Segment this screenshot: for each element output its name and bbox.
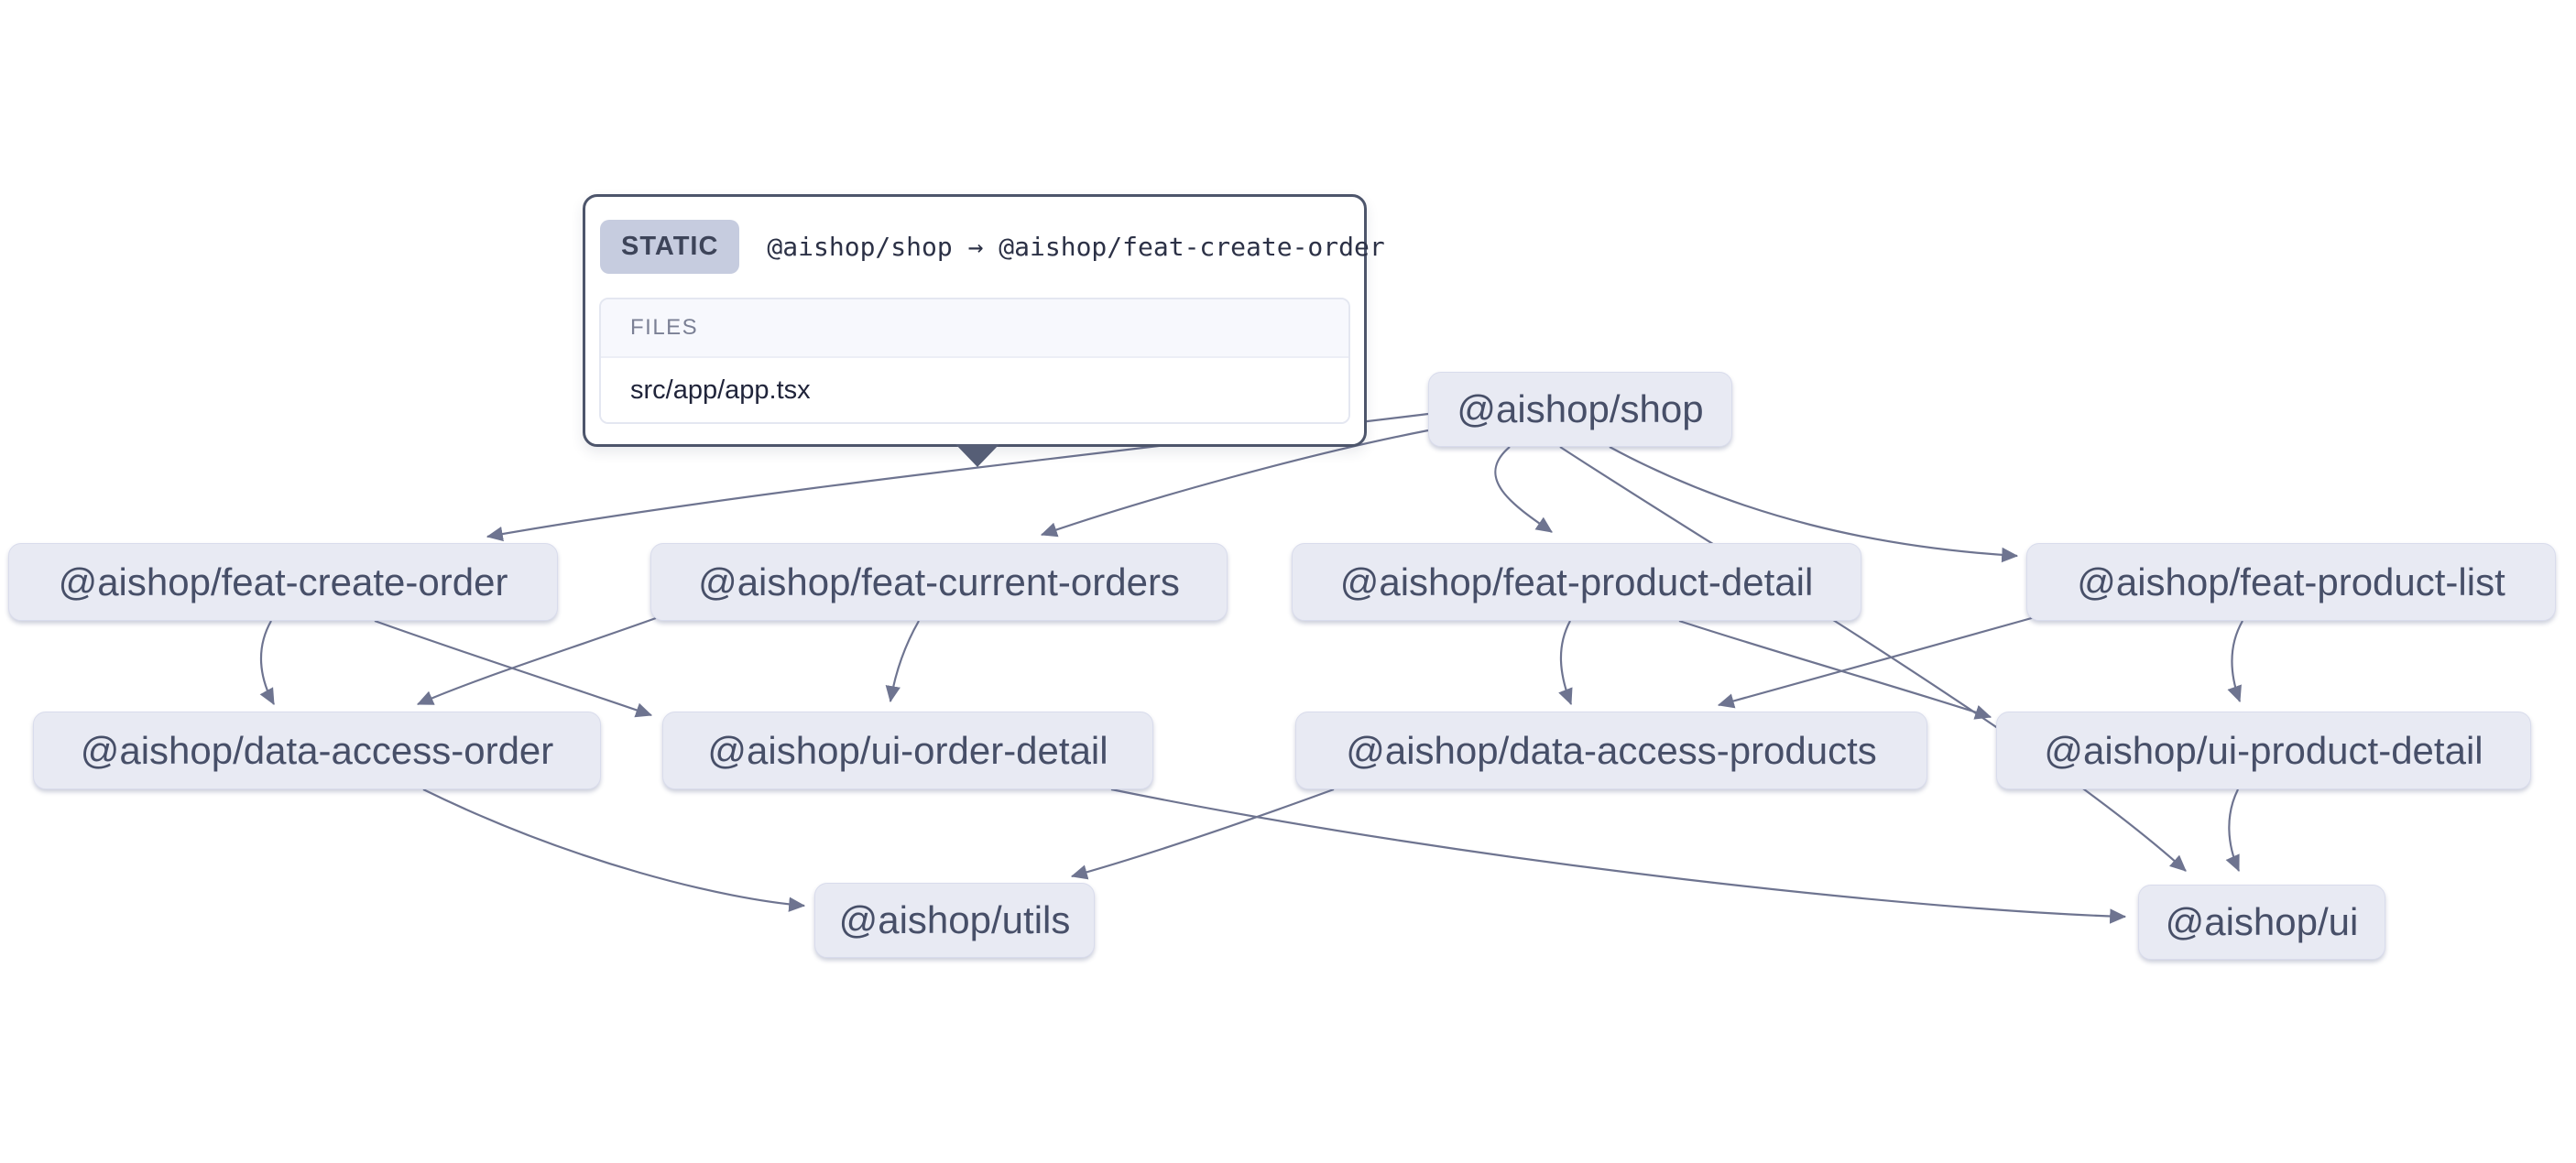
edge-shop-to-feat-product-detail[interactable]: [1494, 446, 1553, 533]
edge-feat-create-order-to-data-access-order[interactable]: [259, 620, 275, 705]
node-data-access-order[interactable]: @aishop/data-access-order: [33, 712, 601, 789]
node-ui[interactable]: @aishop/ui: [2138, 885, 2385, 960]
edge-feat-product-detail-to-data-access-products[interactable]: [1558, 620, 1573, 706]
node-ui-order-detail[interactable]: @aishop/ui-order-detail: [662, 712, 1153, 789]
edge-feat-current-orders-to-ui-order-detail[interactable]: [885, 620, 920, 703]
edge-shop-to-feat-product-list[interactable]: [1609, 446, 2019, 563]
edge-feat-current-orders-to-data-access-order[interactable]: [416, 616, 657, 706]
node-ui-product-detail[interactable]: @aishop/ui-product-detail: [1996, 712, 2531, 789]
file-item: src/app/app.tsx: [601, 358, 1348, 422]
files-panel: FILES src/app/app.tsx: [599, 298, 1350, 424]
edge-ui-product-detail-to-ui[interactable]: [2225, 788, 2241, 873]
edge-feat-product-list-to-ui-product-detail[interactable]: [2227, 620, 2243, 703]
node-utils[interactable]: @aishop/utils: [814, 883, 1095, 958]
edge-feat-product-list-to-data-access-products[interactable]: [1717, 613, 2046, 709]
tooltip-header-row: STATIC @aishop/shop → @aishop/feat-creat…: [600, 215, 1385, 277]
edge-feat-create-order-to-ui-order-detail[interactable]: [374, 619, 653, 718]
files-panel-header: FILES: [601, 299, 1348, 358]
tooltip-caret-icon: [955, 444, 999, 467]
edge-data-access-order-to-utils[interactable]: [422, 788, 806, 912]
node-feat-current-orders[interactable]: @aishop/feat-current-orders: [650, 543, 1228, 621]
node-data-access-products[interactable]: @aishop/data-access-products: [1295, 712, 1927, 789]
edge-ui-order-detail-to-ui[interactable]: [1110, 788, 2127, 924]
edge-shop-to-feat-current-orders[interactable]: [1040, 429, 1429, 538]
node-shop[interactable]: @aishop/shop: [1428, 372, 1732, 447]
node-feat-product-list[interactable]: @aishop/feat-product-list: [2026, 543, 2556, 621]
edge-data-access-products-to-utils[interactable]: [1070, 788, 1335, 880]
node-feat-product-detail[interactable]: @aishop/feat-product-detail: [1292, 543, 1861, 621]
edge-tooltip: STATIC @aishop/shop → @aishop/feat-creat…: [583, 194, 1385, 467]
edge-shop-to-ui[interactable]: [1559, 446, 2187, 872]
node-feat-create-order[interactable]: @aishop/feat-create-order: [8, 543, 558, 621]
edge-type-badge: STATIC: [600, 219, 740, 274]
edge-label: @aishop/shop → @aishop/feat-create-order: [767, 231, 1385, 262]
